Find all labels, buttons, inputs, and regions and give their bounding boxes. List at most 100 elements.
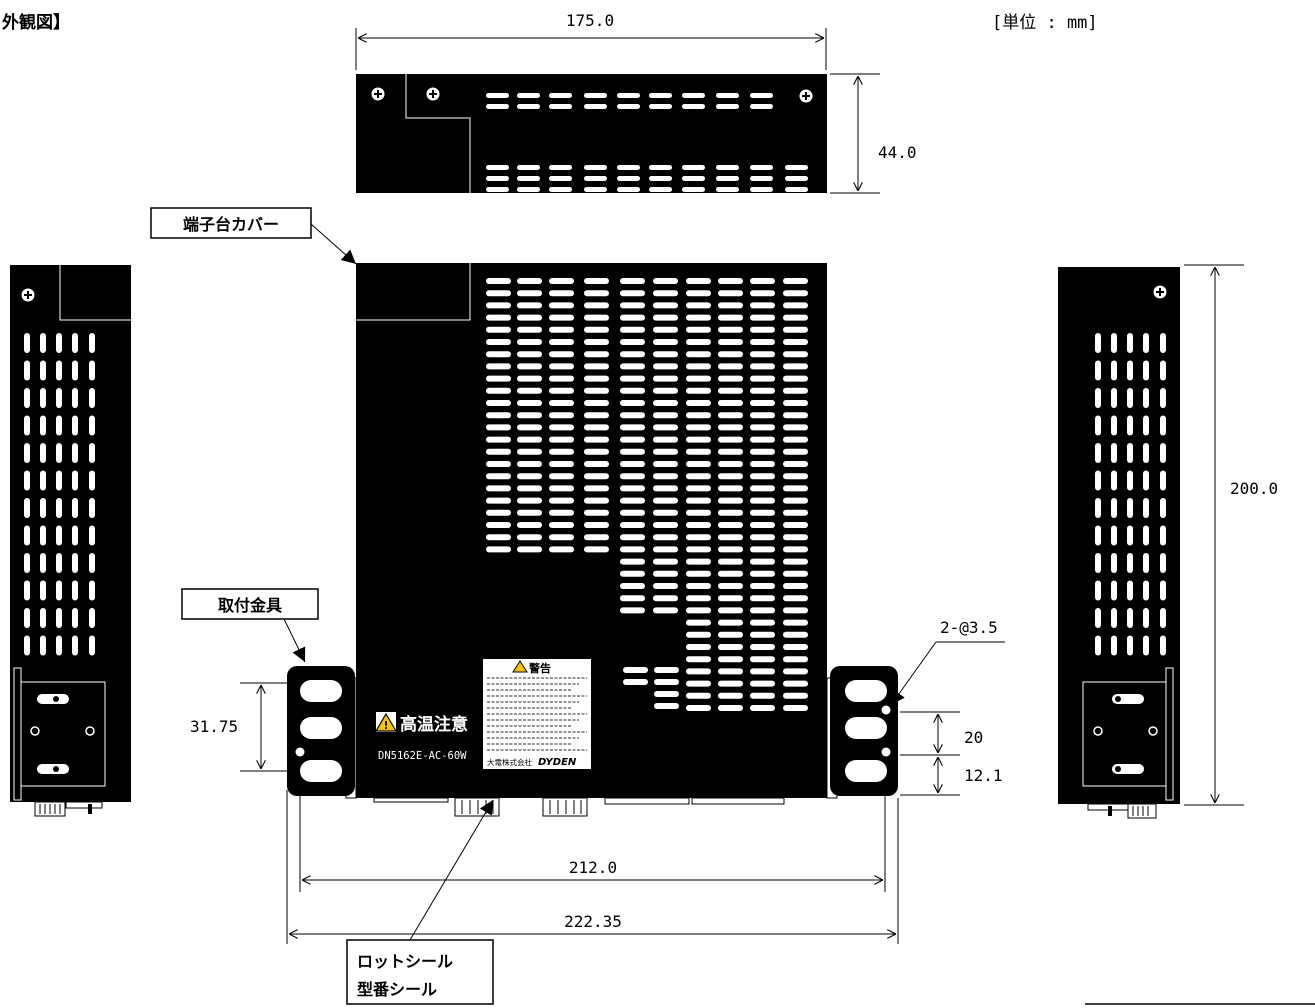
vent-slot [584, 485, 609, 492]
vent-slot [517, 412, 542, 419]
vent-slot [517, 461, 542, 467]
vent-slot [620, 339, 645, 345]
vent-slot [56, 470, 62, 491]
vent-slot [653, 351, 678, 358]
vent-slot [1111, 498, 1117, 518]
vent-slot [686, 583, 711, 589]
sticker-fine-print [487, 677, 587, 751]
vent-slot [750, 656, 775, 663]
vent-slot [783, 314, 808, 321]
vent-slot [750, 326, 775, 333]
vent-slot [1111, 580, 1117, 601]
vent-slot [56, 498, 62, 518]
vent-slot [783, 607, 808, 614]
vent-slot [718, 448, 743, 455]
vent-slot [783, 351, 808, 358]
vent-slot [653, 400, 678, 406]
vent-slot [1111, 608, 1117, 628]
vent-slot [750, 93, 773, 98]
vent-slot [584, 534, 609, 541]
vent-slot [1143, 360, 1149, 381]
vent-slot [24, 388, 30, 408]
vent-slot [620, 302, 645, 309]
vent-slot [517, 509, 542, 516]
vent-slot [1160, 333, 1166, 353]
vent-slot [649, 93, 672, 98]
vent-slot [1095, 388, 1101, 408]
vent-slot [549, 546, 574, 553]
vent-slot [620, 387, 645, 394]
vent-slot [1127, 635, 1133, 656]
vent-slot [718, 546, 743, 553]
vent-slot [1095, 333, 1101, 353]
vent-slot [620, 375, 645, 382]
vent-slot [783, 522, 808, 528]
vent-slot [783, 461, 808, 467]
vent-slot [1143, 635, 1149, 656]
model-number: DN5162E-AC-60W [378, 750, 467, 762]
vent-slot [682, 187, 705, 192]
vent-slot [584, 546, 609, 553]
vent-slot [89, 388, 95, 408]
vent-slot [517, 104, 540, 109]
vent-slot [486, 375, 511, 382]
screw-icon [370, 86, 386, 102]
vent-slot [72, 498, 78, 518]
vent-slot [750, 176, 773, 181]
dim-side-height-label: 200.0 [1230, 479, 1278, 498]
vent-slot [686, 705, 711, 711]
vent-slot [653, 534, 678, 541]
vent-slot [89, 635, 95, 656]
vent-slot [517, 351, 542, 358]
vent-slot [750, 104, 773, 109]
vent-slot [718, 692, 743, 699]
vent-slot [653, 424, 678, 431]
vent-slot [584, 424, 609, 431]
vent-slot [517, 165, 540, 170]
screw-icon [1152, 284, 1168, 300]
vent-slot [783, 692, 808, 699]
vent-slot [1127, 415, 1133, 436]
vent-slot [783, 326, 808, 333]
vent-slot [686, 302, 711, 309]
top-view [356, 74, 827, 193]
vent-slot [1127, 553, 1133, 573]
vent-slot [783, 278, 808, 284]
vent-slot [686, 570, 711, 577]
vent-slot [584, 461, 609, 467]
vent-slot [653, 461, 678, 467]
dim-top-height-label: 44.0 [878, 143, 917, 162]
vent-slot [40, 635, 46, 656]
vent-slot [517, 448, 542, 455]
vent-slot [486, 400, 511, 406]
vent-slot [686, 668, 711, 675]
vent-slot [783, 436, 808, 443]
vent-slot [24, 360, 30, 381]
vent-slot [486, 176, 509, 181]
vent-slot [486, 326, 511, 333]
vent-slot [750, 412, 775, 419]
vent-slot [584, 363, 609, 370]
vent-slot [750, 436, 775, 443]
vent-slot [1143, 443, 1149, 463]
vent-slot [620, 583, 645, 589]
callout-bracket: 取付金具 [181, 588, 319, 663]
vent-slot [686, 412, 711, 419]
vent-slot [486, 412, 511, 419]
vent-slot [620, 424, 645, 431]
vent-slot [783, 485, 808, 492]
vent-slot [750, 314, 775, 321]
vent-slot [584, 176, 607, 181]
vent-slot [649, 165, 672, 170]
vent-slot [750, 165, 773, 170]
vent-slot [56, 360, 62, 381]
dimension-top-width: 175.0 [355, 11, 827, 70]
vent-slot [40, 553, 46, 573]
right-vent-slots [1095, 333, 1166, 656]
dimension-top-height: 44.0 [830, 73, 917, 194]
vent-slot [718, 534, 743, 541]
vent-slot [89, 443, 95, 463]
dim-hole-pitch-label: 20 [964, 728, 983, 747]
unit-label: [単位 : mm] [992, 13, 1098, 33]
vent-slot [549, 326, 574, 333]
